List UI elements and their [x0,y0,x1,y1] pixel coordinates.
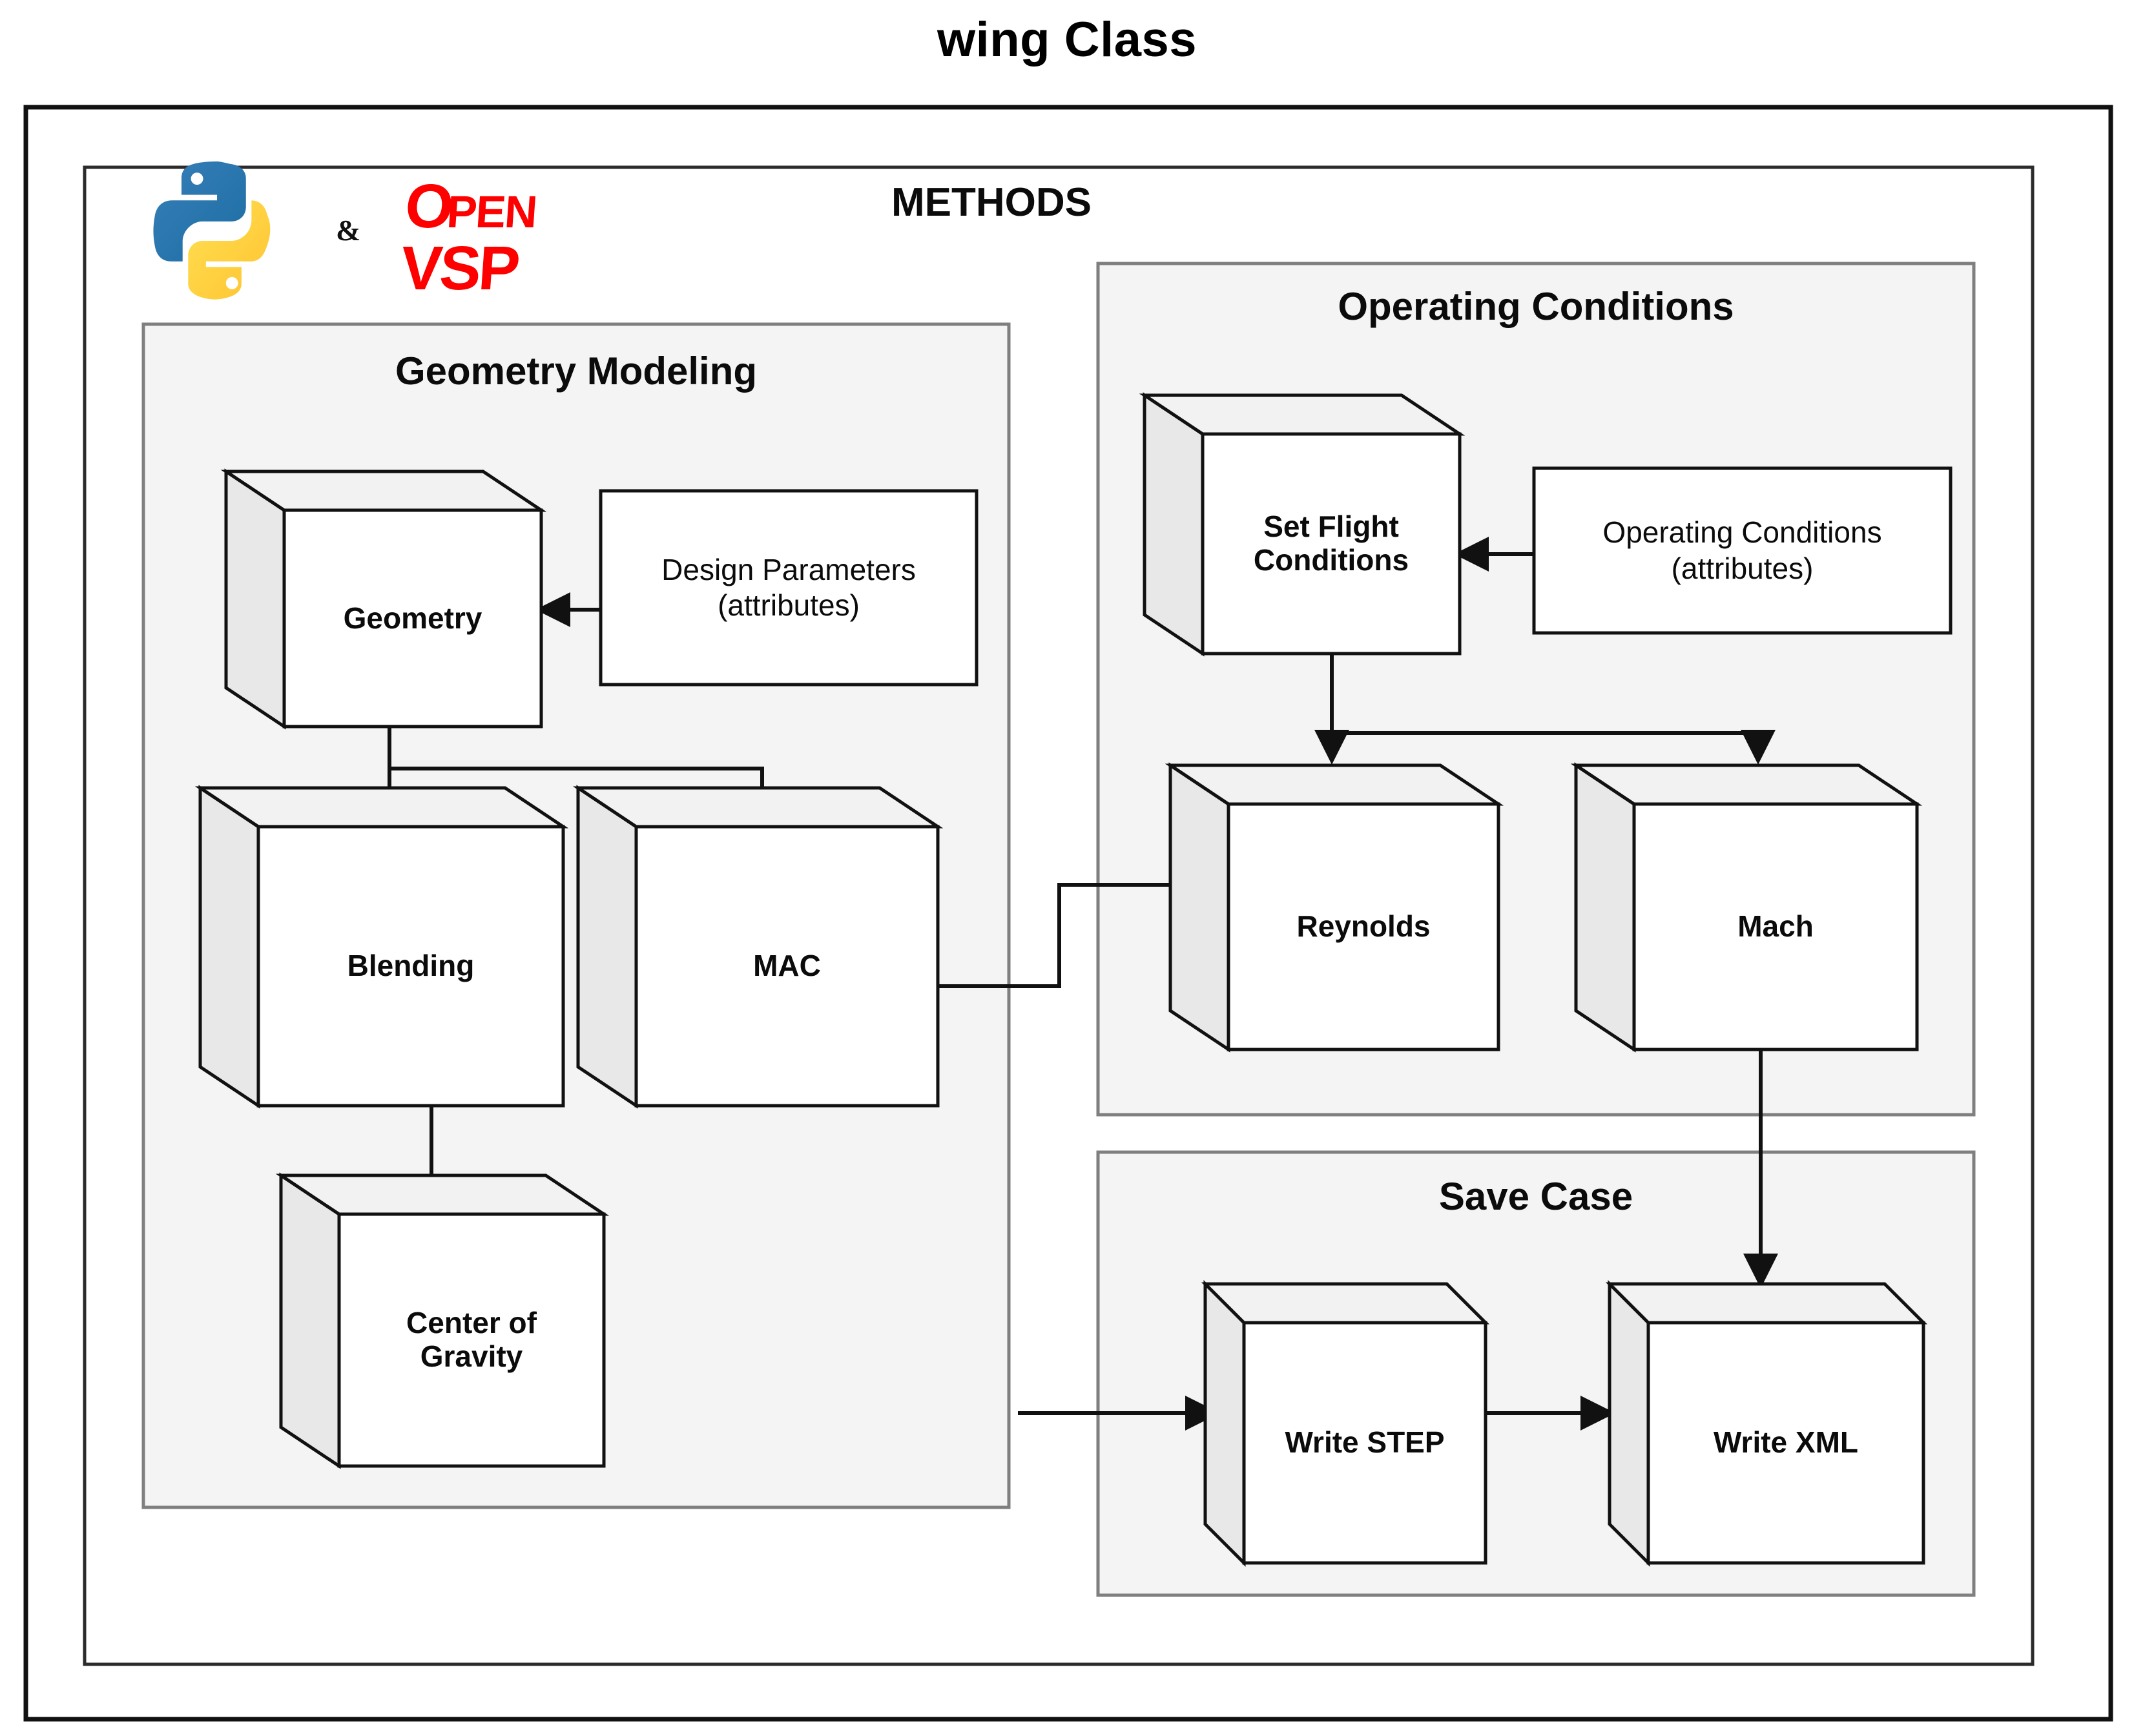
svg-text:VSP: VSP [399,234,520,303]
methods-label: METHODS [891,180,1092,225]
panel-title-save-case: Save Case [1438,1175,1633,1218]
node-blending[interactable] [194,785,569,1109]
svg-text:PEN: PEN [445,187,537,237]
edge-setflight-to-mach [1332,730,1776,765]
node-reynolds[interactable] [1165,762,1504,1053]
box-design-parameters[interactable] [599,489,979,687]
node-center-of-gravity[interactable] [275,1172,610,1469]
box-operating-conditions-attributes[interactable] [1532,466,1953,635]
node-set-flight-conditions[interactable] [1139,392,1466,657]
node-mac[interactable] [572,785,944,1109]
node-geometry[interactable] [220,468,547,730]
svg-text:O: O [403,172,456,241]
panel-title-operating-conditions: Operating Conditions [1338,285,1734,328]
ampersand-label: & [336,214,361,247]
python-icon [153,161,271,300]
page-title: wing Class [937,12,1197,67]
openvsp-icon: O PEN VSP [399,172,538,303]
panel-title-geometry-modeling: Geometry Modeling [395,349,758,393]
node-write-step[interactable] [1201,1279,1490,1567]
edge-mac-to-reynolds [938,867,1215,988]
node-write-xml[interactable] [1605,1279,1928,1567]
node-mach[interactable] [1570,762,1923,1053]
